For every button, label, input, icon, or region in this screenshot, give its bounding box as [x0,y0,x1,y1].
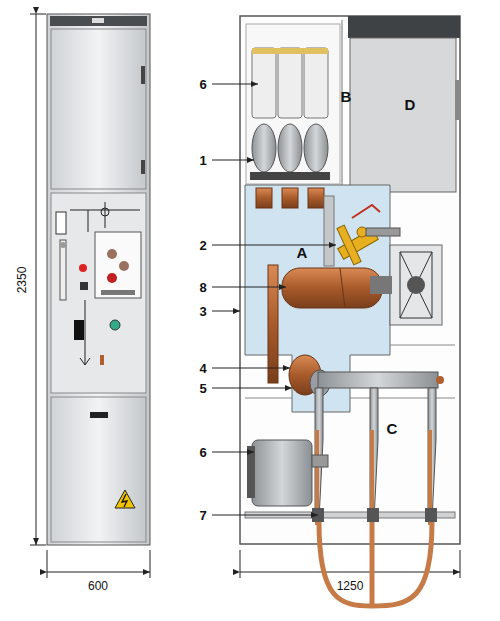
callout-number: 7 [199,509,206,522]
dimension-text: 1250 [337,580,364,592]
callout-number: 6 [199,78,206,91]
dimension-lines [30,14,460,578]
callout-number: 8 [199,281,206,294]
callout-number: 4 [199,362,206,375]
front-view [47,14,150,545]
compartment-letter: A [297,245,308,260]
side-section [240,16,461,606]
callout-number: 2 [199,239,206,252]
compartment-letter: D [405,97,416,112]
compartment-letter: C [387,421,398,436]
dimension-text: 600 [88,580,108,592]
callout-number: 6 [199,446,206,459]
callout-number: 5 [199,382,206,395]
leader-lines [212,84,336,515]
dimension-text: 2350 [16,267,28,294]
compartment-letter: B [341,89,352,104]
callout-number: 3 [199,305,206,318]
callout-number: 1 [199,154,206,167]
